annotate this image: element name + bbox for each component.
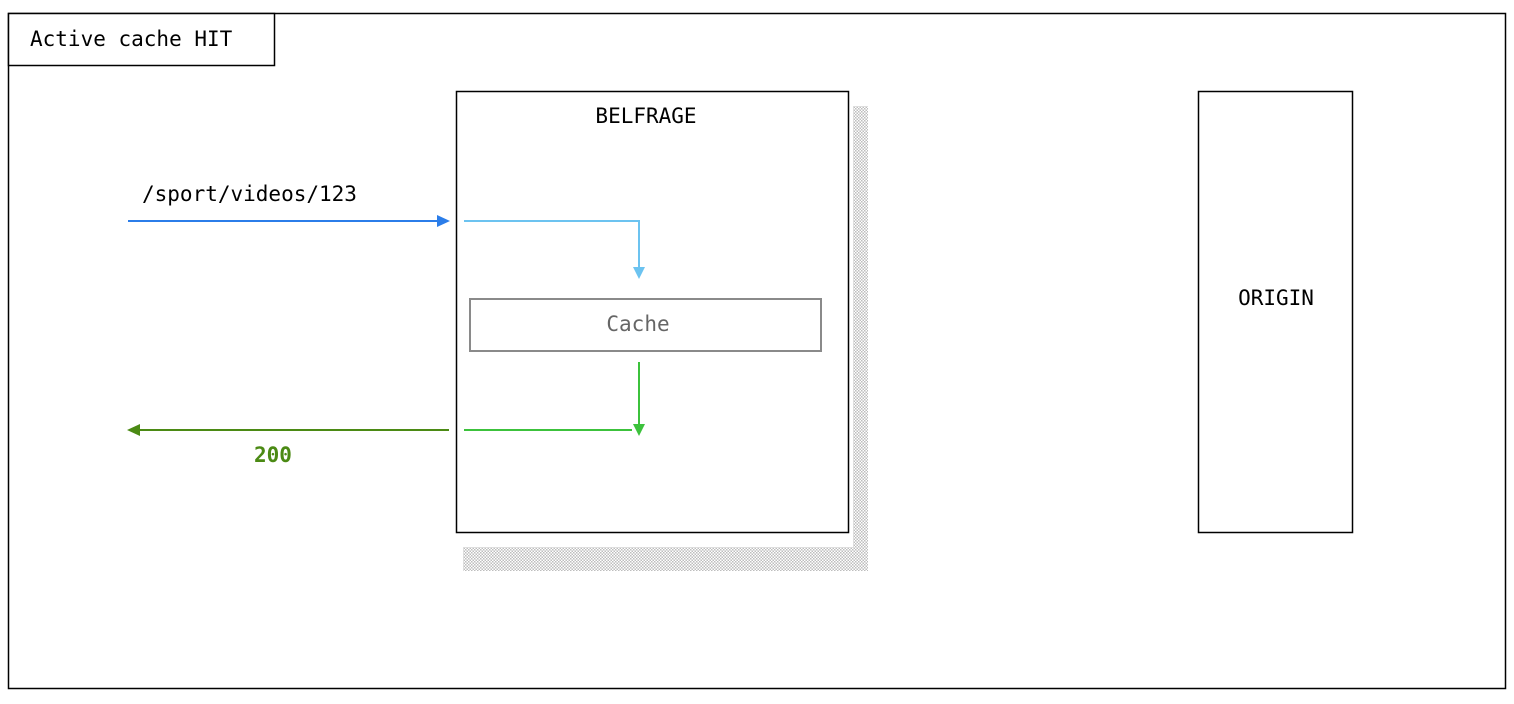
belfrage-label: BELFRAGE [595,104,696,128]
request-path-label: /sport/videos/123 [142,182,357,206]
diagram-title: Active cache HIT [30,27,233,51]
belfrage-shadow-bottom [463,547,868,571]
cache-label: Cache [606,312,669,336]
cache-box [469,298,822,352]
request-arrow-head [437,215,450,227]
outer-frame [7,12,1507,690]
title-box [7,12,276,67]
origin-box [1197,90,1354,534]
cache-lookup-arrow-line [464,220,640,268]
response-status-label: 200 [254,443,292,467]
cache-lookup-arrow-head [633,267,645,279]
response-arrow-head [127,424,140,436]
belfrage-shadow-right [853,106,868,571]
origin-label: ORIGIN [1238,286,1314,310]
cache-hit-arrow-head [633,424,645,436]
